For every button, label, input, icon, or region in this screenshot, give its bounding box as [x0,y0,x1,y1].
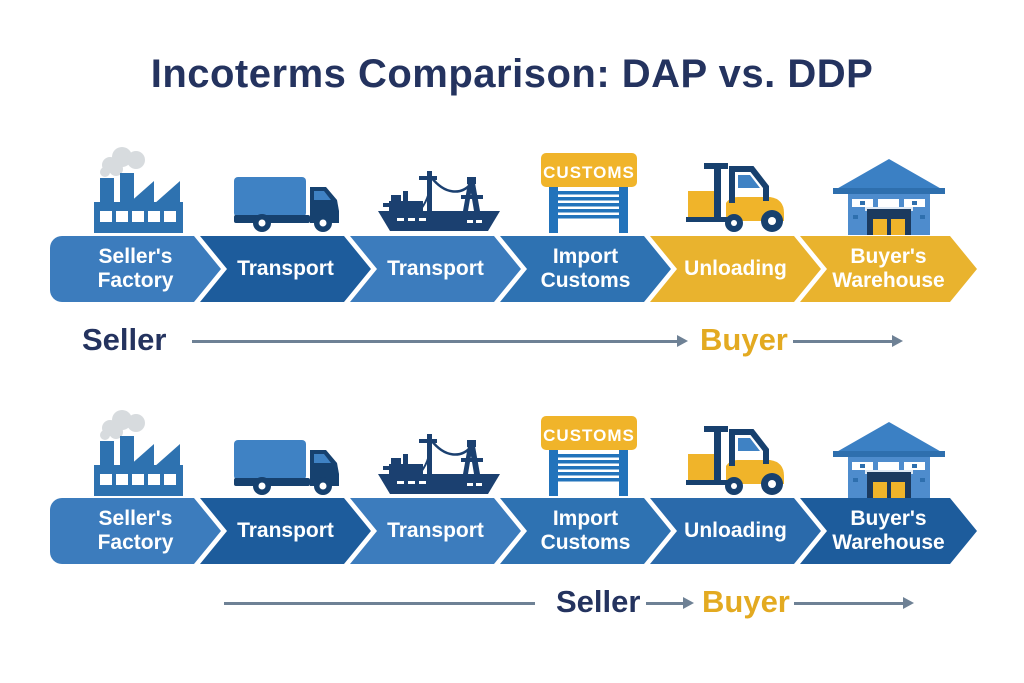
factory-icon [94,410,183,496]
stage-icon-slot [350,406,527,498]
chevron-transport-sea: Transport [350,498,521,564]
chevron-sellers-factory: Seller's Factory [50,498,221,564]
stage-label: Transport [237,257,334,281]
seller-span-line [224,602,535,605]
factory-icon [94,147,183,233]
stage-label: Seller's Factory [97,507,174,554]
seller-label: Seller [82,322,167,357]
seller-to-buyer-arrow [192,335,688,347]
chevron-transport-sea: Transport [350,236,521,302]
chevron-shape [50,236,221,302]
stage-label: Transport [387,519,484,543]
truck-icon [233,440,339,495]
stage-icon-slot [800,143,977,235]
forklift-icon [685,163,784,232]
ship-icon [377,171,500,231]
stage-label: Buyer's Warehouse [832,507,945,554]
chevron-shape [500,498,671,564]
customs-sign-text: CUSTOMS [543,163,635,182]
flow-row-dap-icons: CUSTOMS [50,143,977,235]
chevron-shape [650,236,821,302]
stage-icon-slot [350,143,527,235]
smoke-puffs [100,147,145,177]
flow-row-ddp-icons: CUSTOMS [50,406,977,498]
stage-icon-slot: CUSTOMS [500,406,677,498]
buyer-onward-arrow [793,335,903,347]
stage-icon-slot [200,143,377,235]
stage-label: Seller's Factory [97,245,174,292]
smoke-puffs [100,410,145,440]
chevron-transport-road: Transport [200,236,371,302]
stage-label: Unloading [684,257,787,281]
stage-label: Import Customs [540,245,631,292]
chevron-shape [200,498,371,564]
chevron-shape [800,236,977,302]
stage-label: Transport [237,519,334,543]
flow-row-dap: Seller's Factory Transport Transport Imp… [50,236,977,302]
chevron-unloading: Unloading [650,498,821,564]
buyer-label: Buyer [700,322,788,357]
chevron-shape [350,236,521,302]
stage-icon-slot [800,406,977,498]
ownership-row-dap: Seller Buyer [0,320,1024,366]
stage-icon-slot [50,143,227,235]
chevron-shape [500,236,671,302]
customs-sign-text: CUSTOMS [543,426,635,445]
chevron-transport-road: Transport [200,498,371,564]
chevron-import-customs: Import Customs [500,236,671,302]
chevron-sellers-factory: Seller's Factory [50,236,221,302]
stage-icon-slot [650,406,827,498]
stage-label: Import Customs [540,507,631,554]
stage-label: Unloading [684,519,787,543]
chevron-unloading: Unloading [650,236,821,302]
flow-row-ddp: Seller's Factory Transport Transport Imp… [50,498,977,564]
truck-icon [233,177,339,232]
chevron-import-customs: Import Customs [500,498,671,564]
stage-icon-slot [50,406,227,498]
customs-icon: CUSTOMS [540,153,637,233]
chevron-shape [350,498,521,564]
stage-label: Transport [387,257,484,281]
seller-label: Seller [556,584,641,619]
buyer-label: Buyer [702,584,790,619]
buyer-onward-arrow [794,597,914,609]
chevron-buyers-warehouse: Buyer's Warehouse [800,498,977,564]
ship-icon [377,434,500,494]
ownership-row-ddp: Seller Buyer [0,582,1024,628]
seller-to-buyer-arrow [646,597,694,609]
chevron-buyers-warehouse: Buyer's Warehouse [800,236,977,302]
page-title: Incoterms Comparison: DAP vs. DDP [150,52,874,96]
customs-icon: CUSTOMS [540,416,637,496]
stage-label: Buyer's Warehouse [832,245,945,292]
stage-icon-slot [650,143,827,235]
stage-icon-slot [200,406,377,498]
chevron-shape [50,498,221,564]
forklift-icon [685,426,784,495]
chevron-shape [800,498,977,564]
chevron-shape [200,236,371,302]
stage-icon-slot: CUSTOMS [500,143,677,235]
warehouse-icon [832,159,945,235]
chevron-shape [650,498,821,564]
warehouse-icon [832,422,945,498]
